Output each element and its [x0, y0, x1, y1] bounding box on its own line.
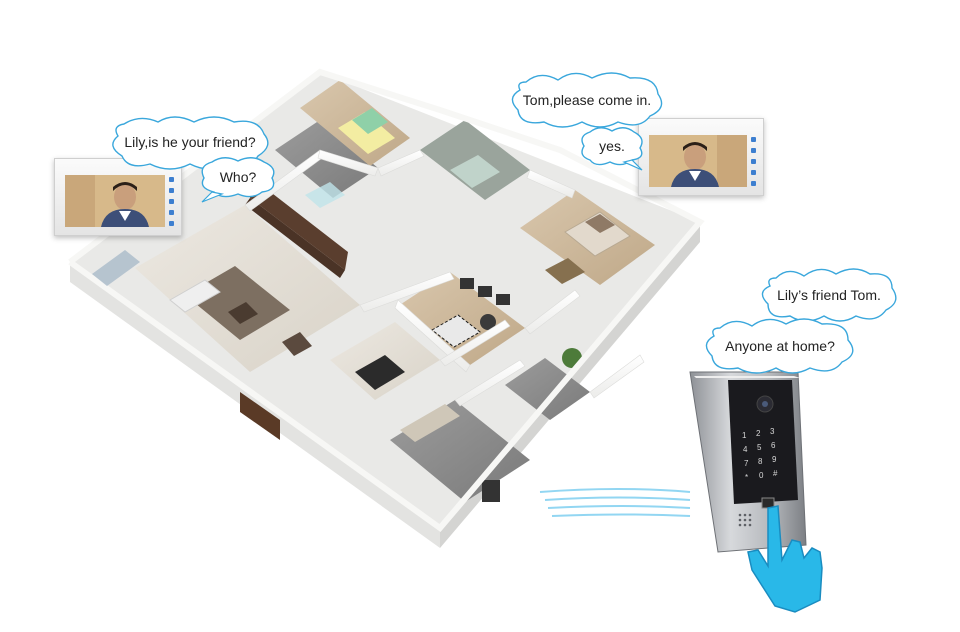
interior-walls: [244, 149, 645, 407]
speech-text: Anyone at home?: [725, 338, 835, 354]
kitchen-appliance: [482, 480, 500, 502]
svg-text:#: #: [773, 469, 778, 478]
monitor-screen-right: [649, 135, 747, 187]
monitor-screen: [65, 175, 165, 227]
wall-picture-3: [496, 294, 510, 305]
armchair: [282, 332, 312, 356]
svg-text:3: 3: [770, 427, 775, 436]
speech-text: Lily,is he your friend?: [124, 134, 256, 150]
speech-bubble-door-question: Anyone at home?: [705, 318, 854, 374]
speech-text: yes.: [599, 138, 625, 154]
bedroom-rug: [545, 258, 585, 284]
dining-table: [355, 355, 405, 390]
master-bed: [564, 211, 631, 257]
svg-text:9: 9: [772, 455, 777, 464]
pointing-hand-icon: [747, 505, 823, 613]
study-chair: [480, 314, 496, 330]
sofa: [169, 279, 221, 313]
visitor-video-feed: [65, 175, 165, 227]
utility-room-floor: [505, 358, 590, 420]
tv-wall-panel: [250, 180, 348, 270]
doorbell-speaker-grille: [738, 513, 752, 527]
front-door: [240, 392, 280, 440]
indoor-monitor-icon: [54, 158, 182, 236]
speech-text: Tom,please come in.: [522, 92, 652, 108]
svg-text:2: 2: [756, 429, 761, 438]
svg-text:0: 0: [759, 471, 764, 480]
left-window: [92, 250, 140, 286]
tv-wall: [245, 198, 345, 278]
wireless-signal-icon: [539, 488, 691, 517]
speech-bubble-door-top: Lily’s friend Tom.: [761, 268, 897, 322]
svg-text:7: 7: [744, 459, 749, 468]
indoor-monitor-icon-right: [638, 118, 764, 196]
visitor-video-feed-right: [649, 135, 747, 187]
child-bed-blanket: [352, 108, 388, 134]
monitor-buttons-right: [751, 137, 756, 186]
master-bed-pillows: [585, 214, 615, 233]
svg-text:8: 8: [758, 457, 763, 466]
svg-text:5: 5: [757, 443, 762, 452]
speech-text: Who?: [219, 169, 257, 185]
coffee-table: [228, 302, 258, 324]
child-bed: [338, 112, 395, 154]
svg-text:4: 4: [743, 445, 748, 454]
zebra-rug: [431, 314, 481, 348]
outer-wall-top: [68, 68, 705, 533]
shower-glass: [305, 182, 345, 208]
kitchen-counter: [400, 404, 460, 442]
svg-text:1: 1: [742, 431, 747, 440]
speech-bubble-left-reply: Who?: [200, 156, 276, 203]
speech-bubble-left-top: Lily,is he your friend?: [110, 116, 270, 170]
speech-bubble-right-top: Tom,please come in.: [511, 72, 663, 128]
shower-2-glass: [450, 155, 500, 188]
speech-bubble-right-reply: yes.: [580, 126, 644, 171]
monitor-buttons: [169, 177, 174, 226]
wall-picture-2: [478, 286, 492, 297]
wall-picture-1: [460, 278, 474, 289]
svg-text:*: *: [745, 473, 748, 482]
speech-text: Lily’s friend Tom.: [777, 287, 881, 303]
svg-text:6: 6: [771, 441, 776, 450]
